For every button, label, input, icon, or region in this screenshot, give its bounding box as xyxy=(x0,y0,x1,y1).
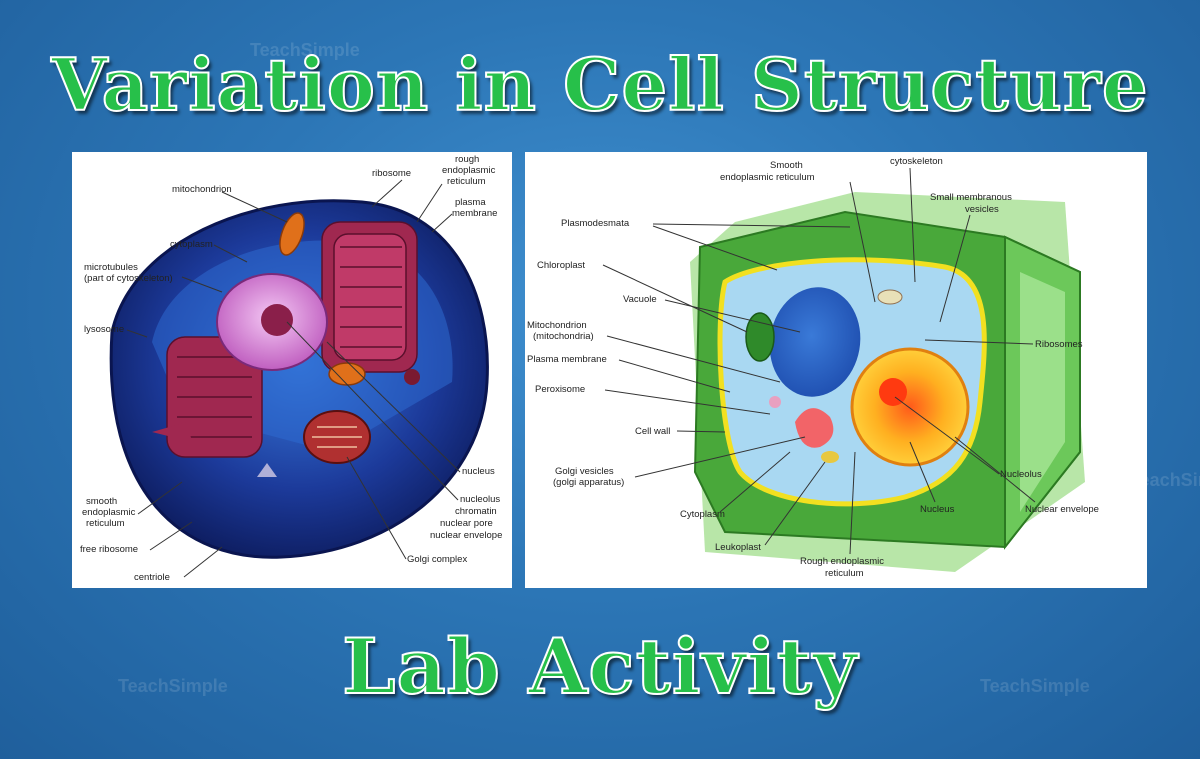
watermark: TeachSimple xyxy=(118,676,228,696)
label-golgi-1: Golgi vesicles xyxy=(555,466,614,477)
label-vacuole: Vacuole xyxy=(623,294,657,305)
label-cytoplasm: cytoplasm xyxy=(170,239,213,250)
vacuole-shape xyxy=(769,287,861,397)
label-lysosome: lysosome xyxy=(84,324,124,335)
label-plasma-membrane: Plasma membrane xyxy=(527,354,607,365)
label-peroxisome: Peroxisome xyxy=(535,384,585,395)
label-rough-er-2: endoplasmic xyxy=(442,165,496,176)
label-golgi-complex: Golgi complex xyxy=(407,554,467,565)
label-nuclear-envelope: Nuclear envelope xyxy=(1025,504,1099,515)
nucleolus-shape xyxy=(879,378,907,406)
nucleolus-shape xyxy=(261,304,293,336)
watermark: TeachSimple xyxy=(1130,470,1200,490)
label-microtubules-1: microtubules xyxy=(84,262,138,273)
label-small-vesicles-2: vesicles xyxy=(965,204,999,215)
plant-cell-illustration: Smooth endoplasmic reticulum cytoskeleto… xyxy=(527,156,1099,579)
label-plasma-1: plasma xyxy=(455,197,486,208)
label-cell-wall: Cell wall xyxy=(635,426,670,437)
label-smooth-er-3: reticulum xyxy=(86,518,125,529)
page-title: Variation in Cell Structure xyxy=(50,41,1149,128)
label-mitochondrion-2: (mitochondria) xyxy=(533,331,594,342)
label-small-vesicles-1: Small membranous xyxy=(930,192,1012,203)
label-chloroplast: Chloroplast xyxy=(537,260,585,271)
rough-er-shape xyxy=(321,221,418,373)
label-mitochondrion: mitochondrion xyxy=(172,184,232,195)
label-plasma-2: membrane xyxy=(452,208,497,219)
label-free-ribosome: free ribosome xyxy=(80,544,138,555)
label-smooth-er-1: smooth xyxy=(86,496,117,507)
label-nucleus: Nucleus xyxy=(920,504,955,515)
plant-cell-diagram: Smooth endoplasmic reticulum cytoskeleto… xyxy=(525,152,1147,588)
label-smooth-er-1: Smooth xyxy=(770,160,803,171)
label-nuclear-pore: nuclear pore xyxy=(440,518,493,529)
animal-cell-diagram: mitochondrion ribosome rough endoplasmic… xyxy=(72,152,512,588)
subtitle: Lab Activity xyxy=(341,621,858,712)
label-cytoskeleton: cytoskeleton xyxy=(890,156,943,167)
chloroplast-shape xyxy=(745,312,775,362)
nucleus-shape xyxy=(850,347,970,467)
label-nucleolus: nucleolus xyxy=(460,494,500,505)
label-nucleus: nucleus xyxy=(462,466,495,477)
golgi-shape xyxy=(166,336,263,458)
label-rough-er-3: reticulum xyxy=(447,176,486,187)
animal-cell-illustration: mitochondrion ribosome rough endoplasmic… xyxy=(80,154,502,583)
label-nuclear-envelope: nuclear envelope xyxy=(430,530,502,541)
label-cytoplasm: Cytoplasm xyxy=(680,509,725,520)
label-nucleolus: Nucleolus xyxy=(1000,469,1042,480)
label-ribosome: ribosome xyxy=(372,168,411,179)
label-golgi-2: (golgi apparatus) xyxy=(553,477,624,488)
label-rough-er-1: Rough endoplasmic xyxy=(800,556,884,567)
label-rough-er-2: reticulum xyxy=(825,568,864,579)
label-smooth-er-2: endoplasmic reticulum xyxy=(720,172,815,183)
label-chromatin: chromatin xyxy=(455,506,497,517)
label-rough-er-1: rough xyxy=(455,154,479,165)
label-mitochondrion-1: Mitochondrion xyxy=(527,320,587,331)
label-ribosomes: Ribosomes xyxy=(1035,339,1083,350)
label-centriole: centriole xyxy=(134,572,170,583)
watermark: TeachSimple xyxy=(250,40,360,60)
label-leukoplast: Leukoplast xyxy=(715,542,761,553)
watermark: TeachSimple xyxy=(980,676,1090,696)
label-microtubules-2: (part of cytoskeleton) xyxy=(84,273,173,284)
mitochondrion-shape xyxy=(279,212,305,256)
label-smooth-er-2: endoplasmic xyxy=(82,507,136,518)
label-plasmodesmata: Plasmodesmata xyxy=(561,218,630,229)
